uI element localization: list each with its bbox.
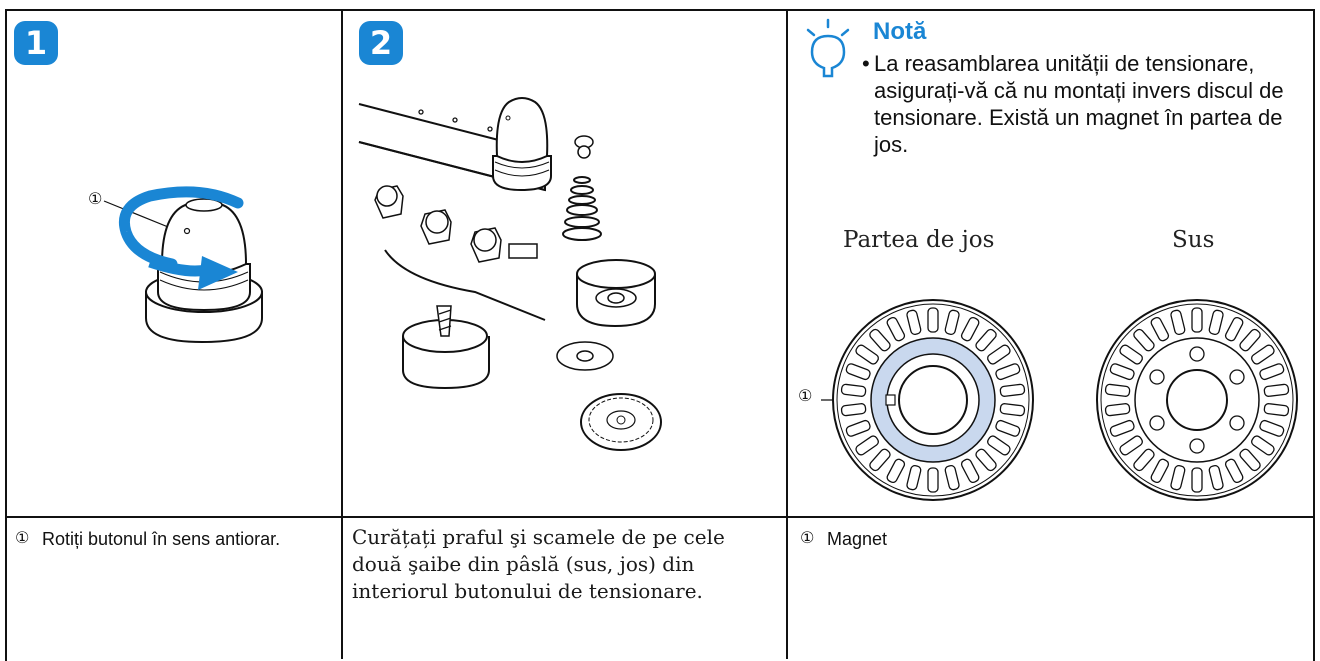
disc-rib [1109,419,1135,437]
disc-rib [1263,383,1290,397]
disc-rib [1259,419,1285,437]
disc-rib [1133,448,1155,472]
disc-rib [944,309,960,335]
disc-rib [1191,467,1203,493]
note-bullet: • [862,51,870,76]
disc-rib [845,419,871,437]
note-body: • La reasamblarea unității de tensionare… [862,50,1302,158]
disc-rib [1109,363,1135,381]
step-number-badge: 2 [359,21,403,65]
disc-rib [1191,307,1203,333]
disc-rib [999,403,1026,417]
tension-unit-exploded-illustration [358,97,662,451]
disc-rib [840,383,867,397]
legend-marker: ① [800,528,815,547]
disc-rib [927,467,939,493]
disc-rib [840,403,867,417]
disc-rib [1251,344,1275,365]
disc-rib [1170,309,1186,335]
disc-rib [1133,328,1155,352]
disc-rib [906,465,922,491]
disc-rib [960,458,980,484]
note-text: La reasamblarea unității de tensionare, … [874,51,1284,157]
column-divider [341,9,343,659]
lightbulb-icon [806,18,850,78]
disc-rib [975,448,997,472]
column-divider [786,9,788,659]
disc-rib [1150,458,1170,484]
disc-rib [869,328,891,352]
disc-rib [845,363,871,381]
magnet-callout: ① [798,386,813,405]
disc-rib [1263,403,1290,417]
disc-rib [1239,448,1261,472]
callout-marker: ① [88,189,103,208]
disc-rib [1104,403,1131,417]
disc-rib [1224,458,1244,484]
step-1-caption: Rotiți butonul în sens antiorar. [42,529,281,549]
disc-rib [975,328,997,352]
disc-rib [1104,383,1131,397]
disc-rib [1208,309,1224,335]
disc-rib [855,435,879,456]
step-number-badge: 1 [14,21,58,65]
disc-rib [1239,328,1261,352]
disc-rib [1251,435,1275,456]
disc-rib [960,316,980,342]
disc-rib [906,309,922,335]
disc-rib [869,448,891,472]
caption-marker: ① [15,528,30,547]
disc-rib [995,363,1021,381]
top-side-label: Sus [1172,227,1215,253]
instruction-table [5,9,1315,661]
disc-rib [999,383,1026,397]
disc-bottom-illustration [821,299,1034,501]
small-ribbed-disc [580,393,662,451]
disc-rib [1224,316,1244,342]
disc-rib [1259,363,1285,381]
disc-rib [1119,435,1143,456]
disc-rib [987,344,1011,365]
disc-rib [1170,465,1186,491]
step-2-caption: Curățați praful şi scamele de pe cele do… [352,525,725,603]
row-divider [5,516,1313,518]
note-title: Notă [873,18,927,45]
disc-rib [855,344,879,365]
disc-rib [987,435,1011,456]
disc-rib [886,316,906,342]
disc-top-illustration [1096,299,1298,501]
disc-rib [1150,316,1170,342]
disc-rib [886,458,906,484]
disc-rib [1119,344,1143,365]
disc-rib [927,307,939,333]
disc-rib [995,419,1021,437]
bottom-side-label: Partea de jos [843,227,995,253]
legend-text: Magnet [827,529,888,549]
knob-rotation-illustration [103,186,263,344]
disc-rib [944,465,960,491]
disc-rib [1208,465,1224,491]
